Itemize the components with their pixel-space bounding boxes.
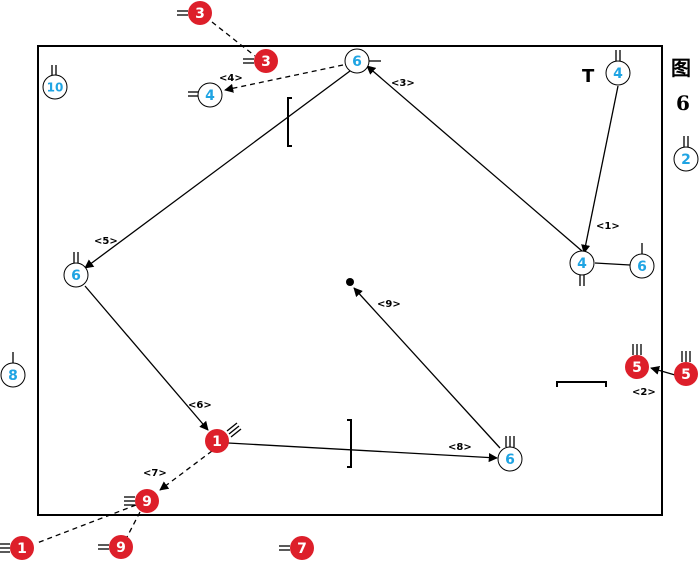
figure-char: 图 bbox=[671, 56, 691, 80]
arrow-9 bbox=[353, 287, 501, 449]
blue-player-6-top: 6 bbox=[344, 48, 381, 74]
step-label-1: <1> bbox=[596, 221, 620, 232]
svg-text:8: 8 bbox=[8, 368, 18, 384]
svg-text:5: 5 bbox=[632, 360, 642, 376]
step-label-3: <3> bbox=[391, 78, 415, 89]
field-boundary bbox=[37, 45, 663, 516]
arrow-2 bbox=[650, 365, 676, 376]
red-player-9-outside: 9 bbox=[98, 535, 133, 559]
svg-text:4: 4 bbox=[577, 256, 587, 272]
hurdle-marker-bottom bbox=[347, 419, 352, 468]
red-player-1: 1 bbox=[205, 422, 242, 453]
hurdle-marker-top bbox=[287, 97, 292, 147]
svg-text:4: 4 bbox=[613, 66, 623, 82]
step-label-8: <8> bbox=[448, 442, 472, 453]
dash-3-to-3 bbox=[211, 21, 256, 57]
ball-dot bbox=[346, 278, 354, 286]
red-player-3-inside: 3 bbox=[243, 49, 278, 73]
blue-player-8: 8 bbox=[0, 352, 26, 388]
svg-text:4: 4 bbox=[205, 88, 215, 104]
blue-player-10: 10 bbox=[42, 65, 68, 100]
blue-player-6-right: 6 bbox=[629, 243, 655, 279]
svg-text:1: 1 bbox=[212, 434, 222, 450]
svg-text:3: 3 bbox=[261, 54, 271, 70]
step-label-5: <5> bbox=[94, 236, 118, 247]
red-player-9-mid: 9 bbox=[124, 489, 159, 513]
svg-text:6: 6 bbox=[637, 259, 647, 275]
red-player-3-outside: 3 bbox=[177, 1, 212, 25]
arrow-1 bbox=[581, 85, 619, 254]
svg-text:6: 6 bbox=[71, 268, 81, 284]
arrow-8 bbox=[227, 442, 498, 463]
red-player-5-outside: 5 bbox=[674, 351, 698, 386]
svg-text:6: 6 bbox=[352, 54, 362, 70]
step-label-4: <4> bbox=[219, 73, 243, 84]
red-player-1-outside: 1 bbox=[0, 536, 34, 560]
hurdle-marker-right bbox=[556, 381, 607, 387]
step-label-9: <9> bbox=[377, 299, 401, 310]
blue-player-4-top-right: 4 bbox=[605, 50, 631, 86]
arrow-5 bbox=[84, 70, 351, 269]
blue-player-2: 2 bbox=[673, 136, 699, 172]
blue-player-6-bottom: 6 bbox=[497, 436, 523, 472]
arrow-3 bbox=[366, 65, 583, 252]
svg-text:2: 2 bbox=[681, 152, 691, 168]
svg-text:5: 5 bbox=[681, 367, 691, 383]
step-label-2: <2> bbox=[632, 387, 656, 398]
svg-text:3: 3 bbox=[195, 6, 205, 22]
svg-text:9: 9 bbox=[116, 540, 126, 556]
svg-text:10: 10 bbox=[47, 81, 64, 95]
coach-marker: T bbox=[582, 66, 595, 87]
figure-number: 6 bbox=[676, 91, 690, 115]
line-6-to-6 bbox=[594, 262, 631, 266]
svg-text:1: 1 bbox=[17, 541, 27, 557]
red-player-7: 7 bbox=[279, 536, 314, 560]
red-player-5-inside: 5 bbox=[625, 344, 649, 379]
blue-player-6-left: 6 bbox=[63, 252, 89, 288]
dash-9-to-9 bbox=[126, 511, 141, 538]
svg-text:9: 9 bbox=[142, 494, 152, 510]
svg-text:6: 6 bbox=[505, 452, 515, 468]
blue-player-4-mid: 4 bbox=[569, 250, 595, 286]
step-label-6: <6> bbox=[188, 400, 212, 411]
blue-player-4-top: 4 bbox=[188, 82, 223, 108]
dash-arrow-4 bbox=[224, 64, 344, 93]
dash-arrow-7 bbox=[159, 450, 213, 491]
svg-text:7: 7 bbox=[297, 541, 307, 557]
step-label-7: <7> bbox=[143, 468, 167, 479]
arrow-6 bbox=[84, 285, 209, 431]
